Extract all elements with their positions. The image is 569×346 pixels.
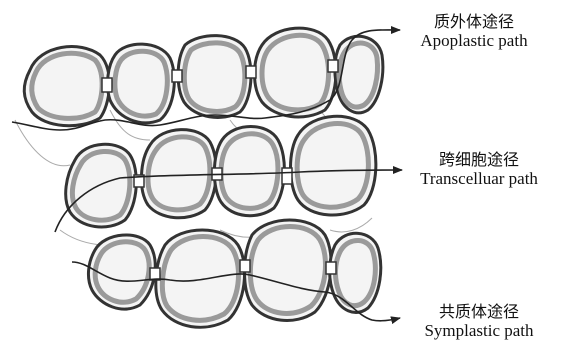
- cell: [141, 130, 216, 218]
- apoplastic-path-label-en: Apoplastic path: [404, 31, 544, 51]
- cell: [291, 116, 376, 215]
- apoplastic-path-label-cn: 质外体途径: [404, 12, 544, 31]
- symplastic-path-label: 共质体途径 Symplastic path: [404, 302, 554, 342]
- cell: [108, 44, 175, 123]
- cell: [245, 220, 332, 320]
- symplastic-path-label-en: Symplastic path: [404, 321, 554, 341]
- transcellular-path-label-en: Transcelluar path: [404, 169, 554, 189]
- apoplastic-path-label: 质外体途径 Apoplastic path: [404, 12, 544, 52]
- cell: [178, 36, 251, 118]
- cell: [214, 127, 284, 216]
- symplastic-path-label-cn: 共质体途径: [404, 302, 554, 321]
- cell: [24, 47, 109, 126]
- cell: [330, 233, 381, 312]
- cell: [156, 230, 245, 327]
- cell: [66, 144, 137, 227]
- cell-row-top: [24, 28, 383, 126]
- transcellular-path-label-cn: 跨细胞途径: [404, 150, 554, 169]
- transcellular-path-label: 跨细胞途径 Transcelluar path: [404, 150, 554, 190]
